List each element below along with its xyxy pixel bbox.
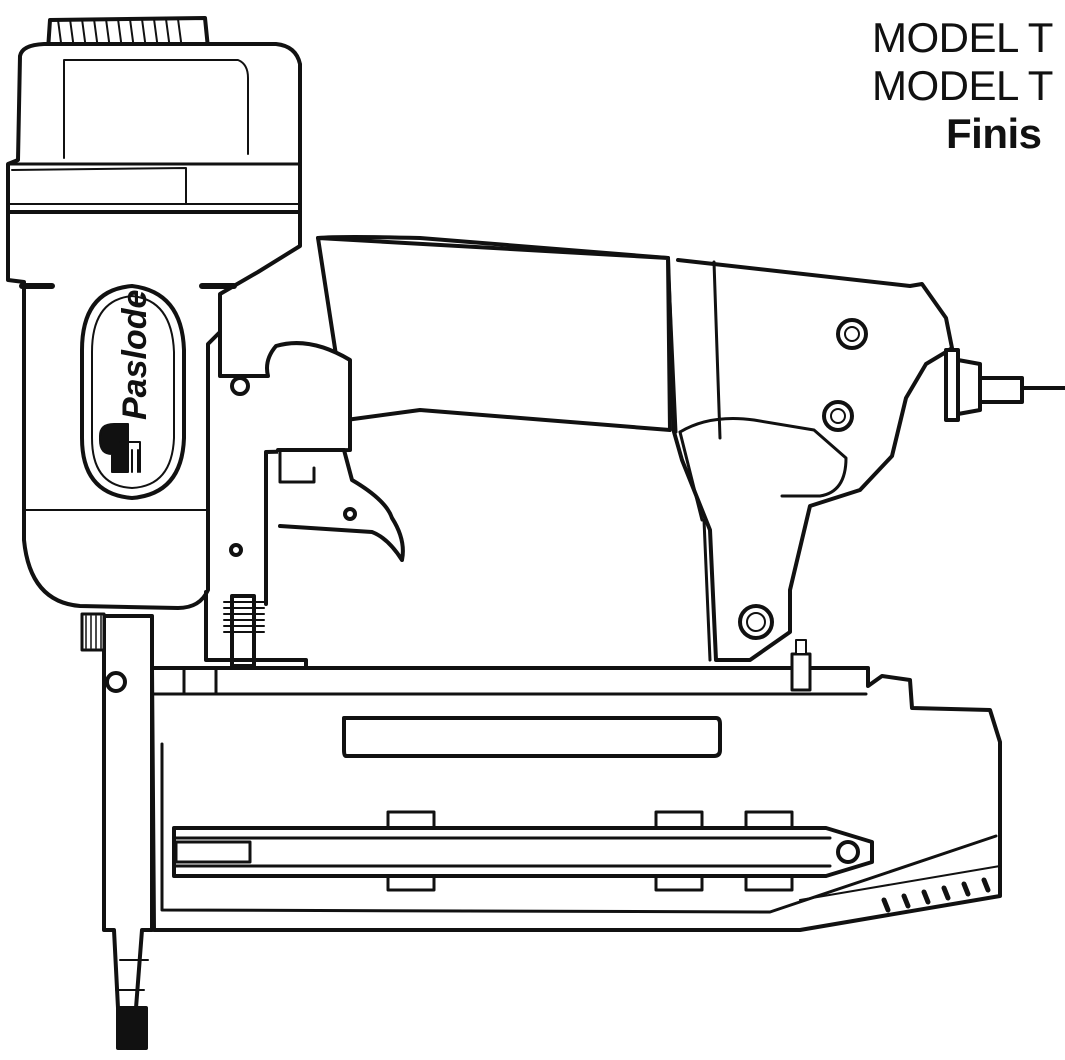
handle-screw-middle-inner [830,408,846,424]
handle-contours [666,256,848,498]
linkage-spring [223,601,265,633]
depth-knob-knurl [85,615,102,649]
logo-mark-lines [119,441,141,473]
nosepiece-bands [115,959,149,991]
magazine-latch-knob [795,639,807,655]
handle-screw-lower-inner [746,612,766,632]
model-title-line-2: MODEL T [872,62,1053,109]
trigger-lock [278,450,316,484]
product-type-title: Finis [946,110,1042,157]
handle-screw-middle [822,400,854,432]
trigger-pin-lower [229,543,243,557]
brand-logo-text: Paslode [116,290,154,420]
magazine-release-pin [836,840,860,864]
handle-screw-lower [738,604,774,640]
nailer-outline [6,16,1065,1050]
logo-text-group: Paslode [116,290,154,420]
head-lower-panel-line [11,167,187,205]
channel-inner-lines [174,836,832,868]
trigger-housing [218,330,352,606]
upper-head-housing [6,42,302,214]
magazine-body [150,666,1002,932]
trigger-pin-upper [230,376,250,396]
magazine-inner-frame [160,742,998,914]
magazine-window [342,716,722,758]
head-panel-line [63,59,249,159]
depth-adjust-knob [80,612,106,652]
contact-tip [116,1006,148,1050]
follower [174,840,252,864]
air-fitting [944,348,1065,422]
channel-clips [386,810,794,892]
trigger-pin [343,507,357,521]
logo-mark [99,423,129,473]
magazine-bottom-line [799,865,1001,901]
handle-screw-upper-inner [844,326,860,342]
handle-grip-panel [316,236,672,432]
magazine-grip-teeth [881,877,991,913]
magazine-channel [172,826,874,878]
handle-body [316,235,954,662]
magazine-top-rail [150,666,868,696]
handle-screw-upper [836,318,868,350]
model-title-line-1: MODEL T [872,14,1053,61]
magazine-latch [790,652,812,692]
knurled-cap-ridges [57,18,183,51]
model-title-block: MODEL T MODEL T Finis [872,14,1065,158]
logo-inner-border [91,295,175,489]
handle-rear-contours [678,430,712,662]
trigger [276,448,405,562]
nosepiece [96,614,154,1010]
nosepiece-pin [105,671,127,693]
